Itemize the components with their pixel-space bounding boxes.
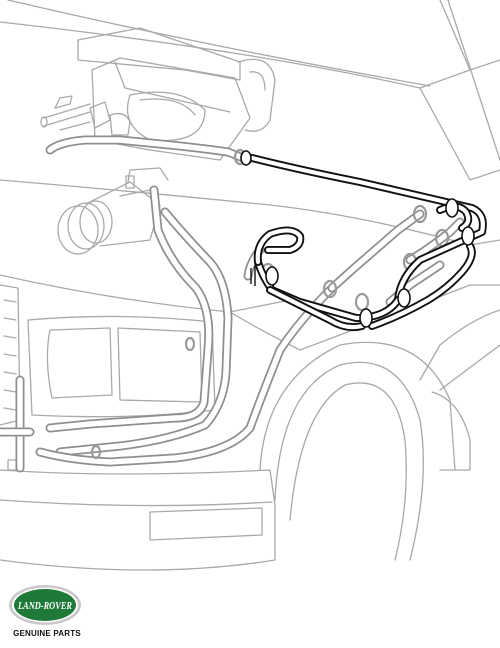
highlighted-connectors (240, 150, 475, 328)
genuine-parts-caption: GENUINE PARTS (13, 629, 81, 638)
headlamp (27, 315, 216, 418)
windscreen-outline (0, 0, 500, 181)
front-bumper (0, 469, 276, 571)
heater-hose-grey (0, 135, 465, 473)
front-wheel (259, 341, 471, 561)
logo-wordmark: LAND-ROVER (17, 600, 72, 612)
heater-pipe-stubs (40, 95, 91, 131)
land-rover-logo: LAND-ROVER GENUINE PARTS (4, 584, 90, 644)
land-rover-oval-badge: LAND-ROVER (9, 585, 81, 625)
air-intake-duct (57, 167, 169, 255)
